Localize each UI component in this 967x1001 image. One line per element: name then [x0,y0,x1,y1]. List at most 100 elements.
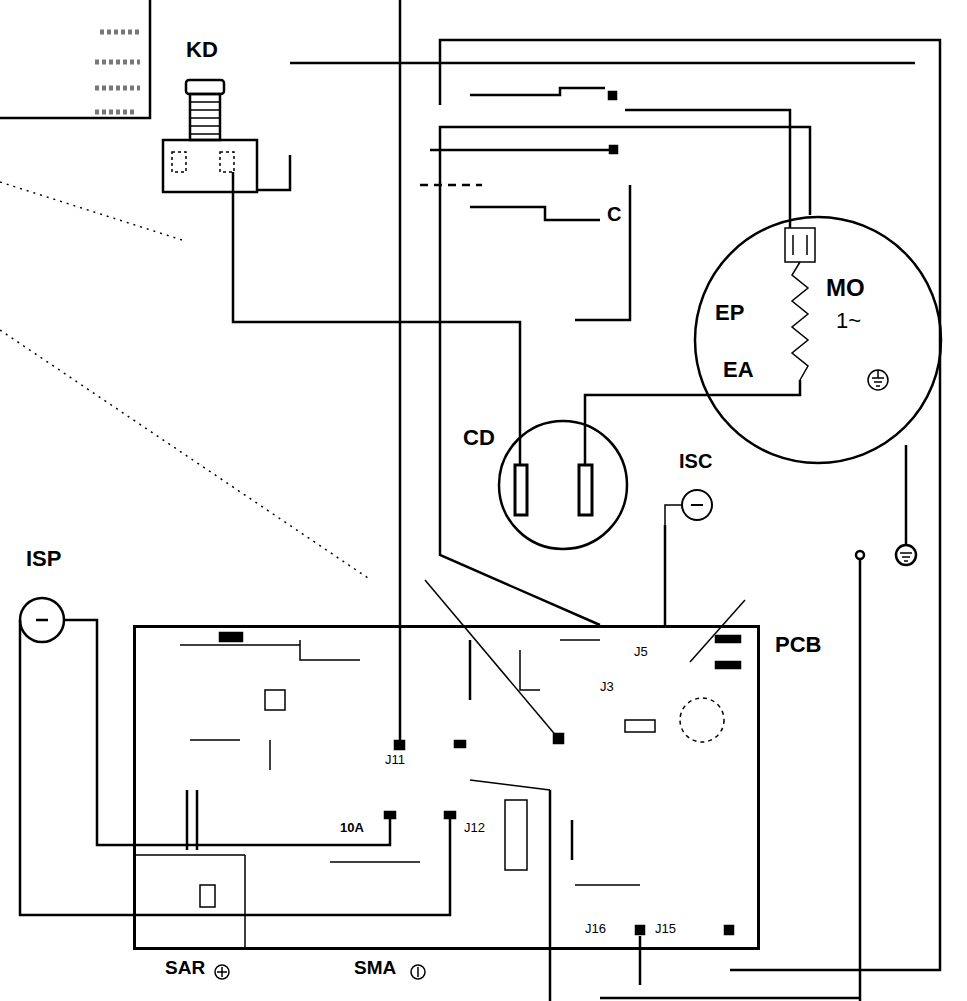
ground-symbol [896,545,916,565]
supply-wire [399,0,402,741]
node-label: EP [715,301,744,325]
contact-wire [470,207,600,220]
terminal-lead [520,418,585,465]
capacitor-symbol [187,790,197,850]
top-wire [290,62,915,65]
node-label: EA [723,358,754,382]
sensor-circle: ISC [655,450,740,525]
terminal-stub [232,172,235,195]
pcb-trace [269,740,271,770]
capacitor-outline [499,421,627,549]
pin-label: J3 [598,680,616,694]
switch-body [163,140,257,192]
resistor-symbol [505,800,527,870]
contact-wire [575,185,630,320]
leader-line [690,600,745,662]
wire-connector [585,395,693,418]
pin-label: J15 [653,922,678,936]
frame-wire [440,40,940,970]
pcb-trace [560,639,600,641]
pin-label: J12 [462,821,487,835]
button-cap [186,80,224,94]
pcb-divider [133,855,245,950]
pin-label: J11 [383,753,407,767]
ground-wire [905,445,908,545]
terminal-pad [716,662,740,668]
sensor-lead [64,619,90,622]
wire-group [0,0,940,1001]
motor-outline [695,217,941,463]
pcb-component [265,690,285,710]
node-label: MO [826,275,865,301]
bottom-wire [600,997,860,1000]
terminal-pad [716,636,740,642]
pin-label: 10A [338,821,366,835]
connector-symbol [215,965,229,979]
pcb-trace [180,644,300,646]
contact-wire [430,149,610,152]
winding-lead [693,380,800,395]
blurred-legend-lines [95,32,140,112]
ground-symbol [872,370,884,386]
node-label: ISP [26,547,61,571]
motor-circle: MO 1~ EP EA [693,215,943,465]
sensor-wire [20,620,450,915]
switch-terminal [172,152,186,172]
wire-connector [440,127,810,625]
pcb-trace [300,640,360,660]
pcb-component [200,885,215,907]
capacitor-circle: CD [455,418,630,552]
dotted-leader [0,182,182,240]
terminal-pad [554,734,563,743]
sensor-outline [20,598,64,642]
wire-connector [90,620,133,845]
wire-connector [233,195,520,418]
sensor-wire [133,818,390,845]
push-switch: KD [160,38,260,195]
node-label: CD [463,426,495,450]
pcb-component [625,720,655,732]
sensor-outline [682,490,712,520]
dotted-leader [0,330,368,578]
switch-terminal [220,152,234,172]
motor-winding [792,262,808,380]
sensor-mark [691,504,703,506]
pin-label: J16 [583,922,608,936]
connector-symbol [411,965,425,979]
connector-label: SAR [163,958,207,979]
pcb-trace [330,861,420,863]
pin-label: J5 [632,645,650,659]
contact-point [609,92,616,99]
terminal-pad [725,926,733,934]
button-thread [190,94,220,140]
pcb-trace [470,780,550,790]
pcb-component [220,633,242,641]
sensor-circle: ISP [10,545,90,645]
pcb-trace [571,820,574,860]
shape-outline [133,625,840,950]
shape-outline [693,215,943,465]
node-label: 1~ [836,309,861,333]
circuit-board: PCB [133,625,840,950]
pcb-outline [135,627,759,949]
dashed-wire [420,184,482,187]
contact-label: C [605,203,623,225]
terminal-pad [455,741,465,747]
pcb-trace [575,884,640,886]
leader-line [425,580,558,738]
connector-symbol [217,967,227,977]
connector-label: SMA [352,958,398,979]
node-label: KD [186,38,218,62]
button-thread [190,102,220,134]
bottom-wire [639,936,642,985]
pcb-component [680,698,724,742]
ground-symbol [868,370,888,390]
pcb-trace [190,739,240,741]
contact-wire [470,88,605,95]
pcb-trace [520,650,540,690]
contact-point [610,146,617,153]
switch-bracket-wire [258,155,290,190]
